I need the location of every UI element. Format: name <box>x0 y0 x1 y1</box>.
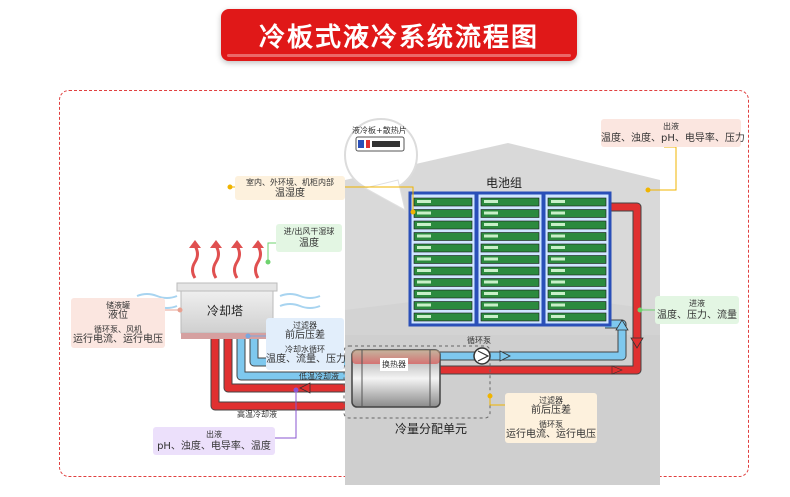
server-unit <box>480 312 540 322</box>
server-unit <box>413 289 473 299</box>
heat-exhaust-icon <box>191 245 262 279</box>
server-unit <box>547 209 607 218</box>
heat-exchanger <box>343 345 491 419</box>
env-note: 室内、外环境、机柜内部 温湿度 <box>235 176 345 200</box>
server-unit <box>480 243 540 253</box>
inlet-right-note: 进液 温度、压力、流量 <box>655 296 739 324</box>
server-unit <box>480 197 540 207</box>
server-unit <box>547 232 607 241</box>
server-unit <box>547 255 607 264</box>
high-temp-label: 高温冷却液 <box>237 410 277 419</box>
cold-pipe-loop <box>236 319 627 381</box>
fan-note: 进/出风干湿球 温度 <box>276 224 342 252</box>
server-unit <box>547 243 607 253</box>
outlet-bottom-note: 出液 pH、浊度、电导率、温度 <box>153 427 275 455</box>
server-unit <box>480 289 540 299</box>
server-unit <box>413 312 473 322</box>
battery-racks <box>408 191 612 327</box>
server-unit <box>413 278 473 287</box>
cold-plate-label: 液冷板+散热片 <box>352 126 407 135</box>
reservoir-note: 储液罐 液位 循环泵、风机 运行电流、运行电压 <box>71 298 165 348</box>
server-unit <box>480 301 540 310</box>
flow-arrow-right-icon <box>499 350 511 362</box>
server-unit <box>413 243 473 253</box>
server-unit <box>480 209 540 218</box>
server-unit <box>480 255 540 264</box>
server-unit <box>547 312 607 322</box>
server-unit <box>480 220 540 230</box>
pump-label: 循环泵 <box>467 336 491 345</box>
battery-group-label: 电池组 <box>486 176 523 190</box>
flow-arrow-up-icon <box>615 319 629 331</box>
server-unit <box>413 301 473 310</box>
server-unit <box>547 278 607 287</box>
server-unit <box>413 232 473 241</box>
filter-left-note: 过滤器 前后压差 冷却水循环 温度、流量、压力 <box>266 318 346 370</box>
server-unit <box>547 289 607 299</box>
server-unit <box>480 266 540 276</box>
server-unit <box>547 266 607 276</box>
server-unit <box>547 197 607 207</box>
flow-arrow-down-icon <box>630 337 644 349</box>
server-unit <box>547 220 607 230</box>
cdu-label: 冷量分配单元 <box>395 422 468 436</box>
page-title: 冷板式液冷系统流程图 <box>221 9 577 61</box>
server-unit <box>413 266 473 276</box>
server-unit <box>413 197 473 207</box>
filter-right-note: 过滤器 前后压差 循环泵 运行电流、运行电压 <box>505 393 597 443</box>
server-unit <box>413 220 473 230</box>
flow-arrow-left-icon <box>299 382 311 394</box>
server-unit <box>480 232 540 241</box>
server-unit <box>413 255 473 264</box>
heat-exchanger-label: 换热器 <box>380 358 408 371</box>
server-unit <box>547 301 607 310</box>
server-unit <box>480 278 540 287</box>
cooling-tower-label: 冷却塔 <box>207 304 244 318</box>
low-temp-label: 低温冷却液 <box>299 372 339 381</box>
outlet-top-note: 出液 温度、浊度、pH、电导率、压力 <box>601 119 745 147</box>
pump-icon <box>473 347 491 365</box>
